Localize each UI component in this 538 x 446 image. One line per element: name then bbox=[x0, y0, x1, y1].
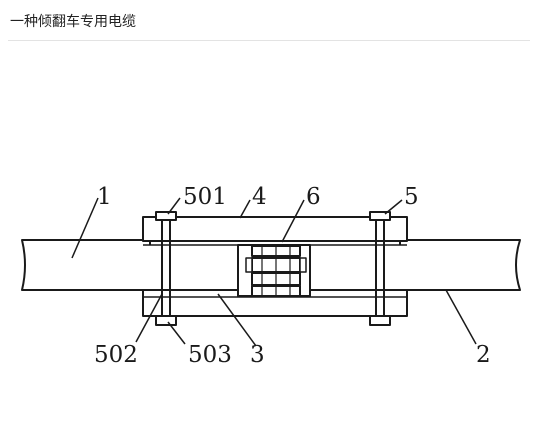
page-header: 一种倾翻车专用电缆 bbox=[0, 0, 538, 41]
label-5: 5 bbox=[404, 184, 419, 210]
bolt-right bbox=[369, 211, 391, 326]
leader-502 bbox=[135, 293, 163, 343]
label-6: 6 bbox=[306, 184, 321, 210]
leader-3 bbox=[217, 293, 257, 347]
label-501: 501 bbox=[183, 184, 227, 210]
page-title: 一种倾翻车专用电缆 bbox=[10, 14, 136, 30]
label-1: 1 bbox=[97, 184, 112, 210]
cable-left bbox=[21, 239, 248, 291]
label-2: 2 bbox=[476, 342, 491, 368]
leader-2 bbox=[445, 289, 477, 345]
top-plate bbox=[142, 216, 408, 242]
label-4: 4 bbox=[252, 184, 267, 210]
bolt-left bbox=[155, 211, 177, 326]
leader-1 bbox=[71, 197, 99, 259]
leader-501 bbox=[167, 197, 181, 215]
leader-503 bbox=[167, 321, 186, 345]
label-503: 503 bbox=[188, 342, 232, 368]
leader-6 bbox=[281, 199, 305, 243]
leader-4 bbox=[239, 199, 251, 219]
header-divider bbox=[8, 40, 530, 41]
connector-assembly bbox=[245, 245, 307, 297]
cable-right bbox=[306, 239, 521, 291]
leader-5 bbox=[384, 199, 403, 215]
label-502: 502 bbox=[94, 342, 138, 368]
label-3: 3 bbox=[250, 342, 265, 368]
